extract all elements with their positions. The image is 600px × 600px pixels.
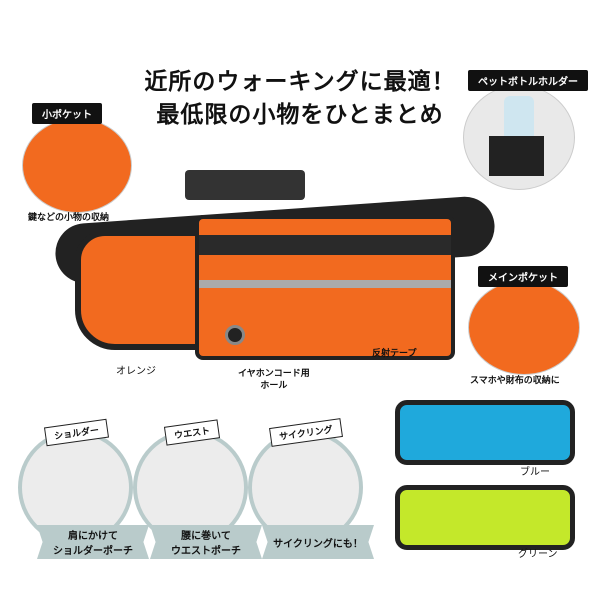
small-pocket-caption: 鍵などの小物の収納 <box>28 213 110 223</box>
earphone-hole-icon <box>225 325 245 345</box>
earphone-hole-caption: イヤホンコード用 ホール <box>238 368 310 392</box>
usage-line1: 肩にかけて <box>68 531 118 542</box>
usage-label-waist: 腰に巻いてウエストポーチ <box>150 525 262 559</box>
small-pocket-tag: 小ポケット <box>32 103 102 124</box>
bottle-holder-tag: ペットボトルホルダー <box>468 70 588 91</box>
main-pocket-tag: メインポケット <box>478 266 568 287</box>
usage-line1: サイクリングにも！ <box>273 538 363 550</box>
waist-bag-green <box>395 485 575 550</box>
small-pocket-closeup <box>22 118 132 213</box>
usage-label-cycling: サイクリングにも！ <box>262 525 374 559</box>
reflective-tape-caption: 反射テープ <box>372 349 417 359</box>
earphone-hole-line2: ホール <box>260 381 288 391</box>
color-label-green: グリーン <box>518 549 558 560</box>
color-label-orange: オレンジ <box>116 366 156 377</box>
usage-line2: ウエストポーチ <box>171 546 241 557</box>
earphone-hole-line1: イヤホンコード用 <box>238 369 310 379</box>
main-pocket-caption: スマホや財布の収納に <box>470 376 560 386</box>
usage-line1: 腰に巻いて <box>181 531 231 542</box>
waist-bag-orange <box>53 170 497 370</box>
usage-line2: ショルダーポーチ <box>53 546 133 557</box>
main-pocket-closeup <box>468 280 580 375</box>
color-label-blue: ブルー <box>520 467 550 478</box>
usage-label-shoulder: 肩にかけてショルダーポーチ <box>37 525 149 559</box>
headline-line1: 近所のウォーキングに最適！ <box>144 69 456 95</box>
bottle-holder-closeup <box>463 85 575 190</box>
waist-bag-blue <box>395 400 575 465</box>
headline-line2: 最低限の小物をひとまとめ <box>156 102 444 128</box>
